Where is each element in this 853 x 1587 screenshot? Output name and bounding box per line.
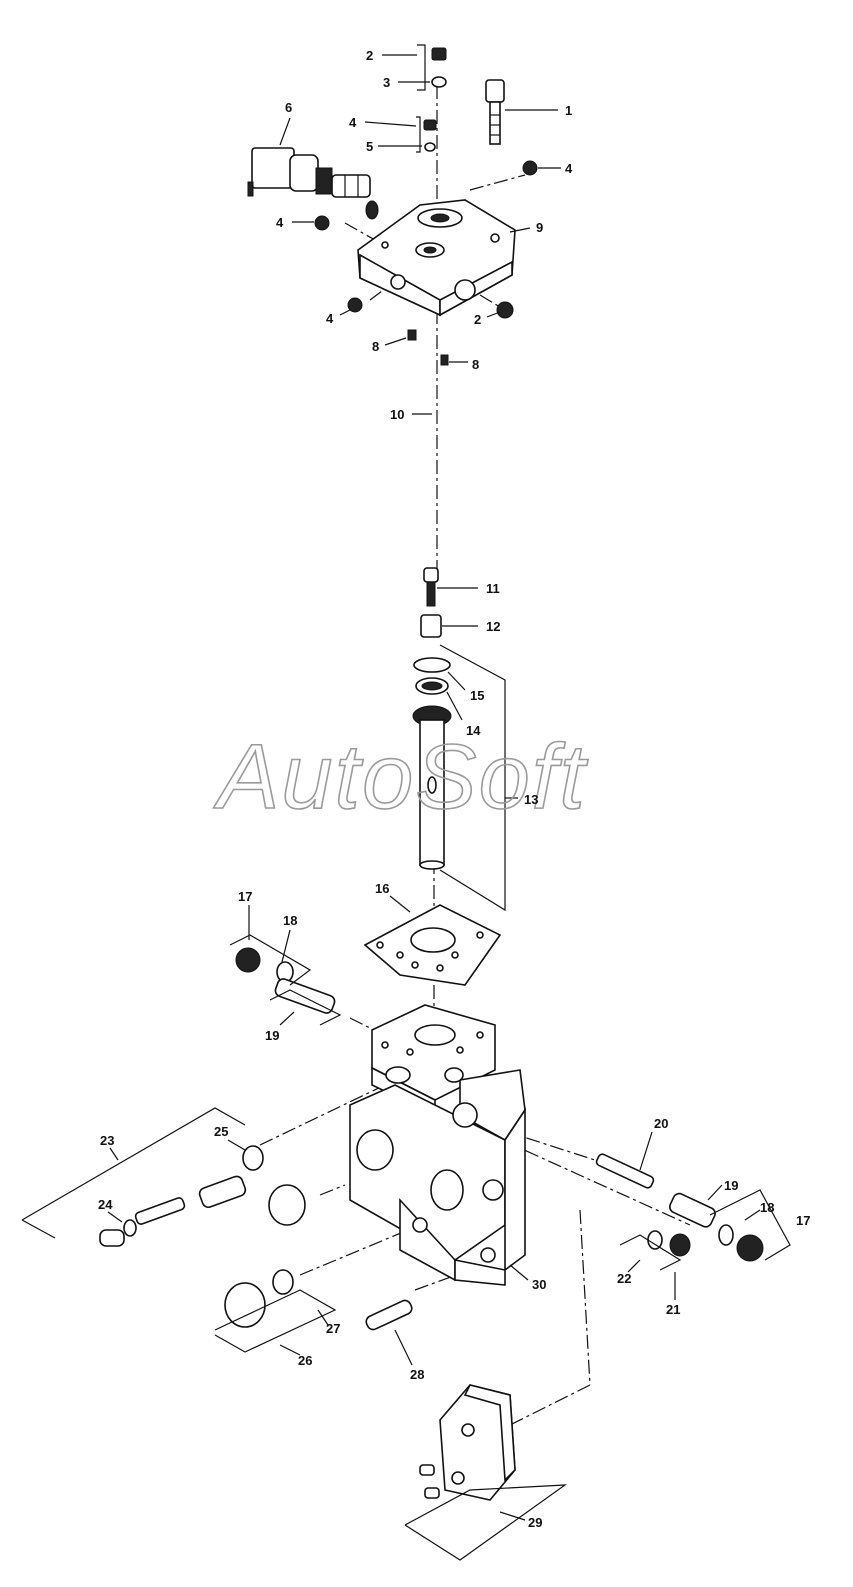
- gasket-16: [363, 904, 502, 986]
- callout-29: 29: [528, 1515, 542, 1530]
- callout-4: 4: [276, 215, 284, 230]
- callout-25: 25: [214, 1124, 228, 1139]
- solenoid-valve-6: [247, 147, 379, 220]
- callout-5: 5: [366, 139, 373, 154]
- pilot-valve-block-9: [357, 199, 516, 317]
- callout-19: 19: [724, 1178, 738, 1193]
- callout-8: 8: [372, 339, 379, 354]
- callout-12: 12: [486, 619, 500, 634]
- callout-26: 26: [298, 1353, 312, 1368]
- callout-4: 4: [349, 115, 357, 130]
- callout-18: 18: [760, 1200, 774, 1215]
- callout-14: 14: [466, 723, 481, 738]
- main-valve-body-30: [349, 1004, 526, 1286]
- callout-20: 20: [654, 1116, 668, 1131]
- callout-13: 13: [524, 792, 538, 807]
- callout-16: 16: [375, 881, 389, 896]
- callout-11: 11: [486, 581, 500, 596]
- plugs-and-seals-upper: [314, 47, 538, 366]
- callout-28: 28: [410, 1367, 424, 1382]
- callout-30: 30: [532, 1277, 546, 1292]
- callout-18: 18: [283, 913, 297, 928]
- callout-4: 4: [565, 161, 573, 176]
- callout-17: 17: [796, 1213, 810, 1228]
- callout-27: 27: [326, 1321, 340, 1336]
- callout-1: 1: [565, 103, 572, 118]
- leader-lines: [107, 54, 761, 1521]
- callout-10: 10: [390, 407, 404, 422]
- callout-24: 24: [98, 1197, 113, 1212]
- callout-2: 2: [366, 48, 373, 63]
- shaft-parts-11-15: [412, 567, 452, 870]
- callout-labels: 2 3 1 6 4 5 4 4 9 4 2 8 8 10 11 12 15 14…: [98, 48, 810, 1530]
- bracket-lines: [21, 44, 791, 1561]
- callout-9: 9: [536, 220, 543, 235]
- callout-6: 6: [285, 100, 292, 115]
- watermark-text: AutoSoft: [213, 726, 588, 828]
- cover-plate-29: [419, 1384, 516, 1501]
- callout-19: 19: [265, 1028, 279, 1043]
- callout-3: 3: [383, 75, 390, 90]
- callout-22: 22: [617, 1271, 631, 1286]
- callout-15: 15: [470, 688, 484, 703]
- left-side-parts: [99, 947, 413, 1331]
- right-side-parts: [595, 1153, 764, 1262]
- callout-4: 4: [326, 311, 334, 326]
- callout-21: 21: [666, 1302, 680, 1317]
- callout-23: 23: [100, 1133, 114, 1148]
- socket-head-screw-1: [485, 79, 505, 145]
- callout-8: 8: [472, 357, 479, 372]
- callout-2: 2: [474, 312, 481, 327]
- callout-17: 17: [238, 889, 252, 904]
